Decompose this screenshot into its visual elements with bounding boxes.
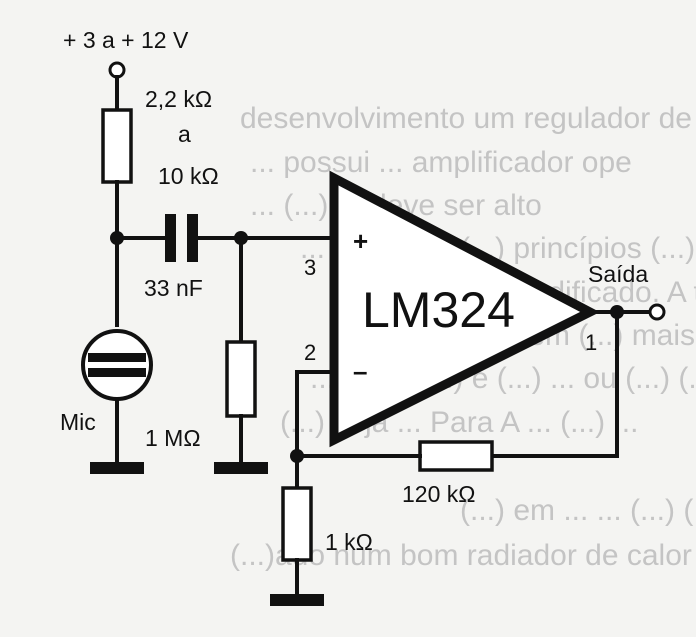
output-terminal xyxy=(648,303,666,321)
mic-ground-icon xyxy=(90,462,144,474)
supply-resistor-label-high: 10 kΩ xyxy=(158,163,219,189)
mic-label: Mic xyxy=(60,409,96,435)
microphone-icon xyxy=(81,329,153,401)
opamp-minus-sign: – xyxy=(353,356,367,386)
capacitor-plate-left xyxy=(165,214,176,262)
opamp-pin-noninv: 3 xyxy=(304,255,316,280)
output-label: Saída xyxy=(588,261,648,287)
opamp-plus-sign: + xyxy=(353,226,368,256)
capacitor-plate-right xyxy=(187,214,198,262)
opamp-pin-out: 1 xyxy=(585,330,597,355)
opamp-name: LM324 xyxy=(362,282,515,338)
ground-resistor-label: 1 kΩ xyxy=(325,529,373,555)
inv-input-wire xyxy=(295,370,336,458)
feedback-right-wire xyxy=(490,310,619,458)
supply-resistor xyxy=(101,108,133,184)
bleed-line-2: ... possui ... amplificador ope xyxy=(250,146,632,179)
opamp-pin-inv: 2 xyxy=(304,340,316,365)
opamp-triangle xyxy=(329,170,600,448)
supply-resistor-label-low: 2,2 kΩ xyxy=(145,86,212,112)
capacitor-label: 33 nF xyxy=(144,275,203,301)
supply-terminal xyxy=(108,61,126,79)
supply-voltage-label: + 3 a + 12 V xyxy=(63,27,189,53)
feedback-resistor xyxy=(418,440,494,472)
ground-resistor xyxy=(281,486,313,562)
feedback-resistor-label: 120 kΩ xyxy=(402,481,475,507)
input-resistor-label: 1 MΩ xyxy=(145,425,201,451)
input-resistor xyxy=(225,340,257,418)
ground-resistor-ground-icon xyxy=(270,594,324,606)
supply-resistor-label-connector: a xyxy=(178,121,191,147)
bleed-line-1: desenvolvimento um regulador de tensão xyxy=(240,102,696,135)
bleed-line-9: (...) em ... ... (...) (...) pode ser u xyxy=(460,494,696,527)
input-ground-icon xyxy=(214,462,268,474)
